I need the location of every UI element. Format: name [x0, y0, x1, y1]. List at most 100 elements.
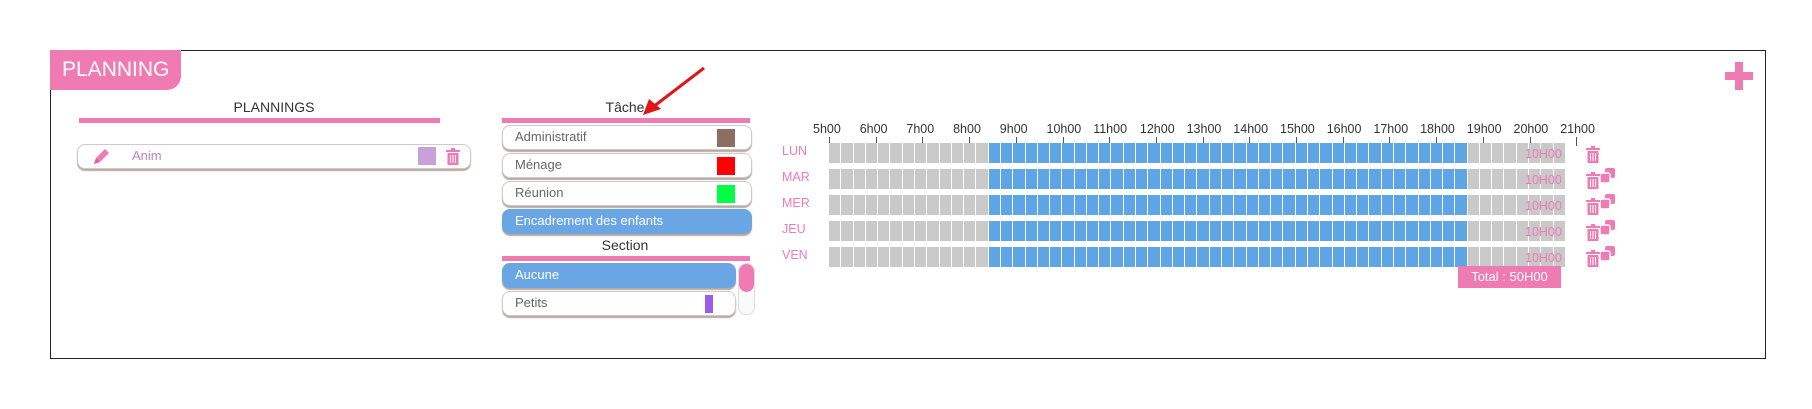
time-slot[interactable] [1025, 169, 1037, 189]
time-slot[interactable] [1381, 195, 1393, 215]
time-slot[interactable] [1099, 143, 1111, 163]
time-slot[interactable] [1357, 221, 1369, 241]
time-slot[interactable] [1406, 247, 1418, 267]
time-slot[interactable] [939, 169, 951, 189]
time-slot[interactable] [1197, 221, 1209, 241]
task-item-encadrement[interactable]: Encadrement des enfants [502, 209, 752, 234]
time-slot[interactable] [878, 169, 890, 189]
time-slot[interactable] [1148, 247, 1160, 267]
time-slot[interactable] [1357, 169, 1369, 189]
time-slot[interactable] [914, 195, 927, 215]
time-slot[interactable] [890, 195, 902, 215]
time-slot[interactable] [1111, 195, 1123, 215]
time-slot[interactable] [1222, 195, 1234, 215]
time-slot[interactable] [1086, 169, 1099, 189]
time-slot[interactable] [1111, 169, 1123, 189]
time-slot[interactable] [964, 195, 976, 215]
time-slot[interactable] [1357, 247, 1369, 267]
time-slot[interactable] [865, 247, 878, 267]
time-slot[interactable] [914, 169, 927, 189]
time-slot[interactable] [1455, 143, 1467, 163]
time-slot[interactable] [1258, 221, 1271, 241]
time-slot[interactable] [878, 221, 890, 241]
time-slot[interactable] [988, 221, 1000, 241]
time-slot[interactable] [1197, 169, 1209, 189]
time-slot[interactable] [878, 247, 890, 267]
time-slot[interactable] [1160, 143, 1172, 163]
time-slot[interactable] [1148, 221, 1160, 241]
pencil-icon[interactable] [92, 148, 110, 166]
time-slot[interactable] [865, 195, 878, 215]
time-slot[interactable] [1430, 221, 1443, 241]
time-slot[interactable] [878, 143, 890, 163]
time-slot[interactable] [1504, 247, 1516, 267]
trash-icon[interactable] [1586, 224, 1600, 241]
time-slot[interactable] [1222, 221, 1234, 241]
section-item-petits[interactable]: Petits [502, 291, 736, 316]
time-slot[interactable] [1037, 169, 1050, 189]
section-scrollbar[interactable] [738, 263, 755, 315]
time-slot[interactable] [1307, 143, 1320, 163]
time-slot[interactable] [1197, 143, 1209, 163]
time-slot[interactable] [1320, 247, 1332, 267]
time-slot[interactable] [1369, 247, 1381, 267]
time-slot[interactable] [1185, 143, 1197, 163]
time-slot[interactable] [914, 247, 927, 267]
time-slot[interactable] [1086, 195, 1099, 215]
time-slot[interactable] [914, 143, 927, 163]
time-slot[interactable] [1172, 143, 1185, 163]
time-slot[interactable] [1406, 195, 1418, 215]
time-slot[interactable] [1357, 195, 1369, 215]
time-slot[interactable] [1467, 143, 1479, 163]
time-slot[interactable] [1492, 143, 1504, 163]
time-slot[interactable] [1492, 247, 1504, 267]
time-slot[interactable] [1332, 221, 1344, 241]
time-slot[interactable] [1455, 247, 1467, 267]
time-slot[interactable] [1062, 221, 1074, 241]
time-slot[interactable] [1516, 247, 1529, 267]
time-slot[interactable] [1160, 221, 1172, 241]
time-slot[interactable] [1148, 195, 1160, 215]
time-slot[interactable] [1332, 169, 1344, 189]
time-slot[interactable] [841, 221, 853, 241]
time-slot[interactable] [1271, 169, 1283, 189]
time-slot[interactable] [1172, 247, 1185, 267]
time-slot[interactable] [1455, 195, 1467, 215]
time-slot[interactable] [976, 169, 988, 189]
copy-icon[interactable] [1600, 194, 1615, 209]
time-slot[interactable] [902, 221, 914, 241]
time-slot[interactable] [829, 143, 841, 163]
task-item-reunion[interactable]: Réunion [502, 181, 752, 206]
trash-icon[interactable] [1586, 146, 1600, 163]
time-slot[interactable] [1418, 221, 1430, 241]
time-slot[interactable] [1467, 247, 1479, 267]
time-slot[interactable] [1234, 247, 1246, 267]
time-slot[interactable] [1271, 221, 1283, 241]
time-slot[interactable] [1295, 195, 1307, 215]
time-slot[interactable] [1492, 221, 1504, 241]
time-slot[interactable] [1086, 143, 1099, 163]
time-slot[interactable] [1037, 221, 1050, 241]
time-slot[interactable] [890, 143, 902, 163]
time-slot[interactable] [1320, 169, 1332, 189]
time-slot[interactable] [951, 169, 964, 189]
time-slot[interactable] [1062, 169, 1074, 189]
time-slot[interactable] [1074, 221, 1086, 241]
time-slot[interactable] [1283, 195, 1295, 215]
time-slot[interactable] [865, 221, 878, 241]
time-slot[interactable] [1013, 195, 1025, 215]
copy-icon[interactable] [1600, 246, 1615, 261]
time-slot[interactable] [1185, 247, 1197, 267]
time-slot[interactable] [1320, 143, 1332, 163]
time-slot[interactable] [1197, 247, 1209, 267]
time-slot[interactable] [1332, 195, 1344, 215]
time-slot[interactable] [902, 195, 914, 215]
time-slot[interactable] [1123, 169, 1136, 189]
time-slot[interactable] [1541, 169, 1553, 189]
time-slot[interactable] [1037, 247, 1050, 267]
time-slot[interactable] [1516, 221, 1529, 241]
time-slot[interactable] [1357, 143, 1369, 163]
time-slot[interactable] [1332, 247, 1344, 267]
time-slot[interactable] [1037, 195, 1050, 215]
time-slot[interactable] [1516, 195, 1529, 215]
